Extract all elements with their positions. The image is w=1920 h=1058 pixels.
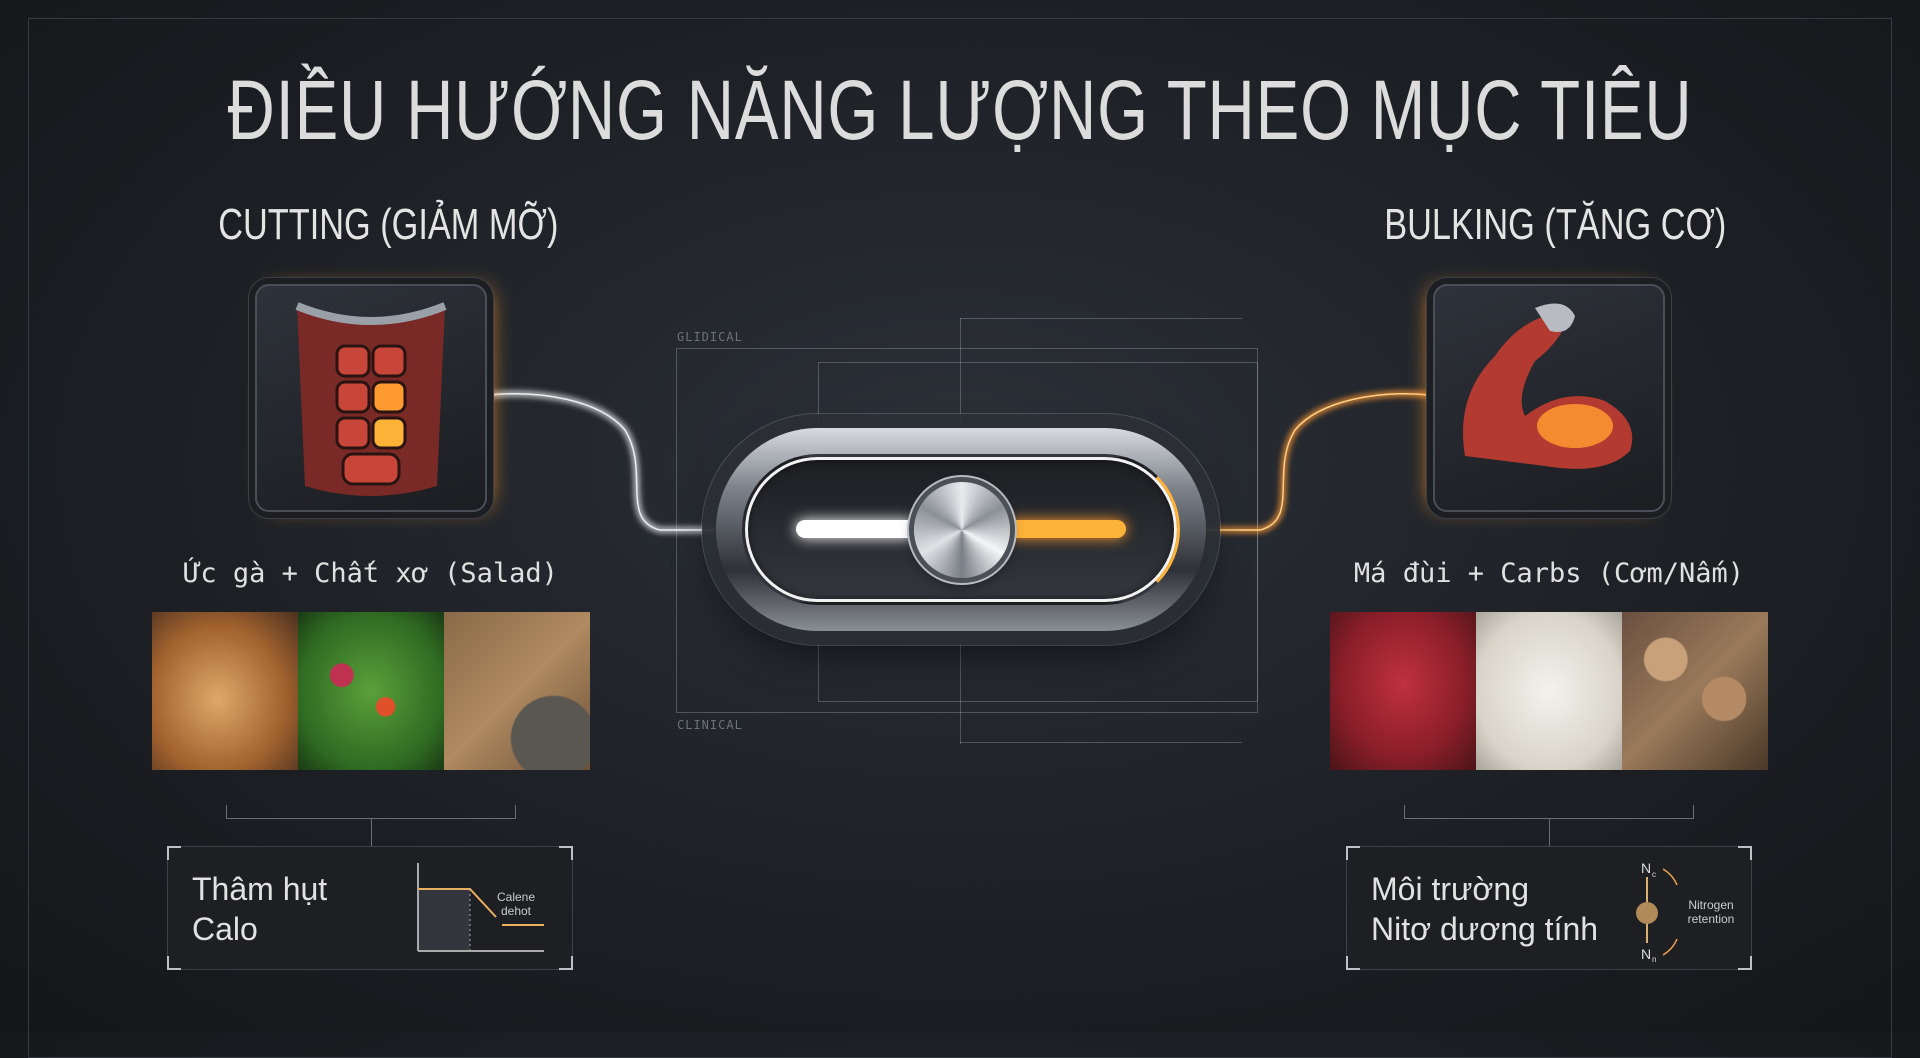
cutting-bracket [226,805,516,819]
abdominal-muscles-icon [295,302,447,496]
mushrooms-image [1622,612,1768,770]
svg-text:N: N [1641,946,1651,962]
bulking-bracket [1404,805,1694,819]
nitrogen-balance-text: Môi trường Nitơ dương tính [1371,871,1599,947]
blueprint-vertical [960,632,961,744]
flexed-arm-muscle-icon [1463,303,1633,469]
bulking-goal-label: BULKING (TĂNG CƠ) [1384,200,1727,249]
nitrogen-balance-card: Môi trường Nitơ dương tính N c N n Nitro… [1346,846,1752,970]
cutting-goal-label: CUTTING (GIẢM MỠ) [218,200,559,249]
bulking-icon-box [1433,284,1665,512]
fiber-crackers-image [444,612,590,770]
calorie-deficit-text: Thâm hụt Calo [192,871,328,947]
cutting-food-images [152,612,590,770]
right-energy-wire-core [1206,393,1431,531]
calorie-deficit-card: Thâm hụt Calo Calene dehot [167,846,573,970]
page-title: ĐIỀU HƯỚNG NĂNG LƯỢNG THEO MỤC TIÊU [227,63,1693,157]
red-meat-image [1330,612,1476,770]
blueprint-vertical [960,318,961,428]
left-energy-wire-core [489,393,716,531]
svg-text:N: N [1641,860,1651,876]
nitrogen-retention-diagram-icon: N c N n Nitrogen retention [1636,860,1735,964]
blueprint-label-bottom: CLINICAL [677,718,743,732]
cutting-food-label: Ức gà + Chất xơ (Salad) [184,558,558,589]
energy-wires [489,390,1431,533]
switch-right-light-bar [1006,520,1126,538]
svg-text:dehot: dehot [501,904,532,918]
switch-knob[interactable] [914,482,1010,578]
svg-text:Nitrogen: Nitrogen [1688,898,1733,912]
blueprint-label-top: GLIDICAL [677,330,743,344]
cutting-bracket-stem [371,819,372,846]
bulking-food-label: Má đùi + Carbs (Cơm/Nấm) [1353,558,1745,589]
chicken-breast-image [152,612,298,770]
switch-left-light-bar [796,520,916,538]
bulking-food-images [1330,612,1768,770]
energy-toggle-switch[interactable] [716,428,1206,631]
svg-text:c: c [1652,870,1656,879]
rice-image [1476,612,1622,770]
blueprint-dimension-top [960,318,1242,319]
calorie-deficit-chart-icon: Calene dehot [417,863,544,952]
svg-text:retention: retention [1688,912,1735,926]
right-energy-wire [1206,390,1431,533]
blueprint-dimension-bottom [960,742,1242,743]
salad-image [298,612,444,770]
left-energy-wire [489,390,716,533]
svg-text:n: n [1652,955,1656,964]
cutting-icon-box [255,284,487,512]
bulking-bracket-stem [1549,819,1550,846]
svg-text:Calene: Calene [497,890,535,904]
